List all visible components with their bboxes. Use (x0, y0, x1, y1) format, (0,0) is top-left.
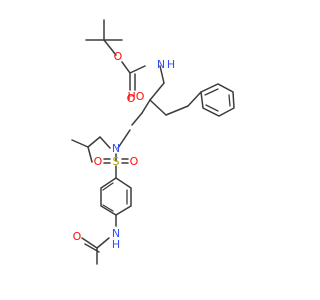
oxygen-atom-sulfonyl-right: O (130, 155, 139, 168)
sulfonyl-bonds (103, 153, 129, 179)
nitrogen-atom-carbamate: N (157, 58, 165, 71)
atom-labels: O O N H HO N S O O N H O (73, 50, 175, 251)
boc-carbamate-bonds (121, 61, 165, 91)
phenyl-ring (187, 83, 235, 117)
oxygen-atom-acetyl: O (73, 230, 82, 243)
isobutyl-group (71, 136, 111, 163)
hydroxyl-group-label: HO (128, 90, 145, 103)
oxygen-atom-ester: O (114, 50, 123, 63)
hydrogen-atom-carbamate: H (167, 58, 175, 71)
acetamide-bonds (81, 237, 110, 265)
chemical-structure-diagram: O O N H HO N S O O N H O (71, 19, 235, 265)
oxygen-atom-boc-carbonyl: O (127, 92, 136, 105)
sulfur-atom: S (113, 155, 120, 168)
nitrogen-atom-acetamide: N (112, 227, 120, 240)
tert-butyl-group (85, 19, 123, 56)
oxygen-atom-sulfonyl-left: O (94, 155, 103, 168)
benzene-ring (100, 177, 132, 227)
nitrogen-atom-sulfonamide: N (112, 142, 120, 155)
main-chain-bonds (117, 82, 189, 149)
hydrogen-atom-acetamide: H (112, 238, 120, 251)
